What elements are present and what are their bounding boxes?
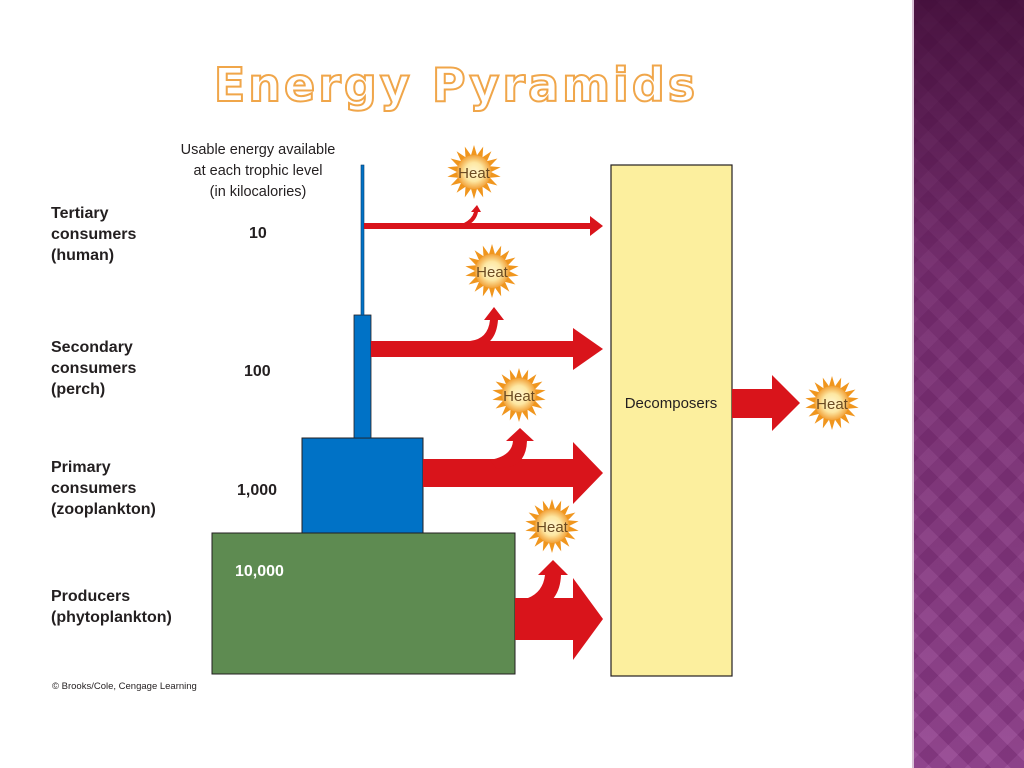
secondary-energy-value: 100: [244, 363, 271, 380]
energy-pyramid-diagram: Heat Heat Heat Heat Heat: [211, 145, 859, 677]
heat-sun-2: [465, 244, 519, 298]
primary-energy-value: 1,000: [237, 482, 278, 499]
decomposers-output-arrow: [732, 375, 800, 431]
decomposers-box: [610, 164, 733, 677]
heat-label-2: Heat: [476, 264, 509, 281]
tertiary-consumers-label: Tertiary consumers (human): [51, 205, 137, 264]
producers-bar: [211, 532, 516, 675]
heat-label-3: Heat: [503, 388, 536, 405]
heat-sun-5: [805, 376, 859, 430]
primary-consumers-bar: [301, 437, 424, 534]
producers-energy-arrow: [515, 560, 603, 660]
heat-sun-1: [447, 145, 501, 199]
heat-label-1: Heat: [458, 165, 491, 182]
decorative-side-panel: [912, 0, 1024, 768]
energy-header-label: Usable energy available at each trophic …: [180, 142, 336, 200]
copyright-credit: © Brooks/Cole, Cengage Learning: [52, 681, 197, 692]
secondary-consumers-bar: [353, 314, 372, 439]
producers-label: Producers (phytoplankton): [51, 588, 172, 626]
producers-energy-value: 10,000: [235, 563, 284, 580]
primary-consumers-label: Primary consumers (zooplankton): [51, 459, 156, 518]
secondary-energy-arrow: [371, 307, 603, 370]
side-panel-border: [912, 0, 914, 768]
heat-sun-4: [525, 499, 579, 553]
heat-label-4: Heat: [536, 519, 569, 536]
secondary-consumers-label: Secondary consumers (perch): [51, 339, 137, 398]
tertiary-consumers-bar: [360, 164, 365, 316]
heat-sun-3: [492, 368, 546, 422]
tertiary-energy-value: 10: [249, 225, 267, 242]
primary-energy-arrow: [423, 428, 603, 504]
decomposers-label: Decomposers: [624, 395, 718, 412]
tertiary-energy-arrow: [364, 205, 603, 236]
heat-label-5: Heat: [816, 396, 849, 413]
slide-title: Energy Pyramids: [213, 57, 699, 113]
